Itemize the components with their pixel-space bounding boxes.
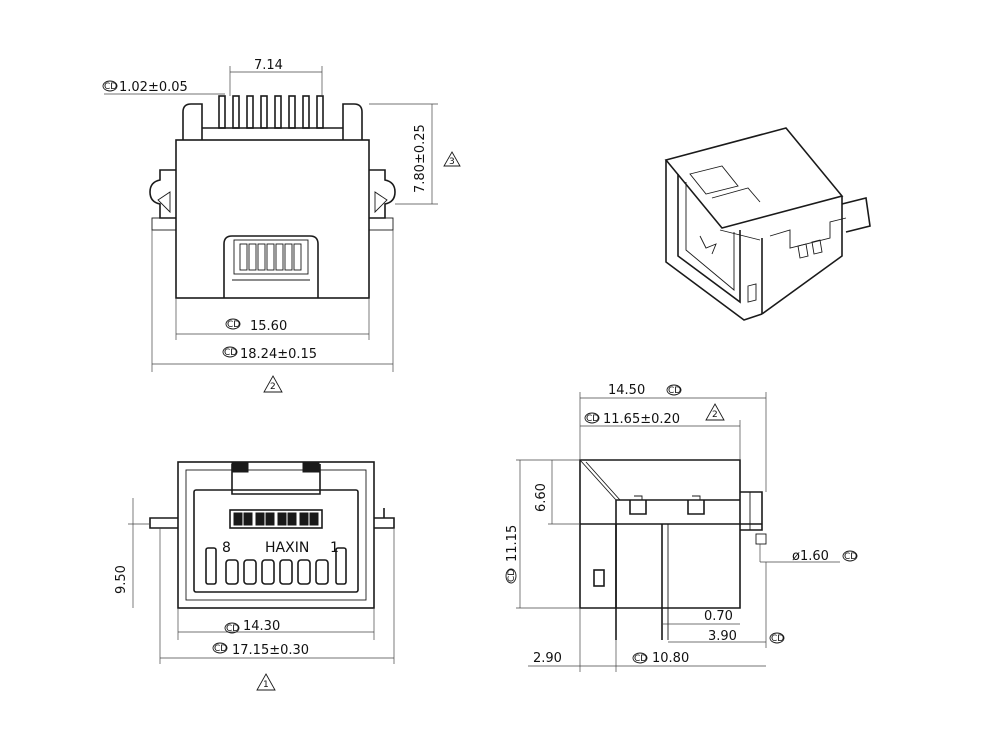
dim-body-length: 11.65±0.20 [603,412,680,427]
brand-label: HAXIN [265,540,309,556]
top-view-window [223,235,319,298]
critical-dimension-icon: CD [666,384,682,396]
side-view-body [579,459,741,609]
svg-text:1: 1 [263,680,269,690]
dim-post-diameter: ø1.60 [792,549,829,564]
dim-overall-length: 14.50 [608,383,645,398]
svg-text:CD: CD [226,624,239,634]
svg-text:CD: CD [214,644,227,654]
svg-text:CD: CD [507,569,517,582]
dim-front-outer-width: 17.15±0.30 [232,643,309,658]
dim-tab-height: 9.50 [114,565,129,594]
dim-height: 7.80±0.25 [413,124,428,193]
dim-pin-width: 1.02±0.05 [119,80,188,95]
dim-pin-offset: 0.70 [704,609,733,624]
top-view-left-latch [182,103,203,140]
critical-dimension-icon: CD [632,652,648,664]
svg-text:CD: CD [104,82,117,92]
critical-dimension-icon: CD [102,80,118,92]
critical-dimension-icon: CD [505,568,517,584]
dim-pin-pitch: 7.14 [254,58,283,73]
front-view-slots [205,547,347,585]
critical-dimension-icon: CD [224,622,240,634]
top-view: 7.14 CD 1.02±0.05 7.80±0.25 3 CD 15.60 [102,58,461,393]
svg-text:CD: CD [771,634,784,644]
dim-side-height: 11.15 [505,525,520,562]
dim-front-gap: 2.90 [533,651,562,666]
triangle-icon: 3 [443,151,461,167]
front-view-body [177,461,375,609]
svg-text:CD: CD [586,414,599,424]
svg-text:CD: CD [844,552,857,562]
triangle-icon: 2 [705,403,725,421]
top-view-right-tab [369,169,396,219]
dim-outer-width: 18.24±0.15 [240,347,317,362]
top-view-window-contacts [239,243,302,271]
top-view-right-latch [342,103,363,140]
side-view: 14.50 CD CD 11.65±0.20 2 6.60 CD 11.15 [505,383,858,672]
isometric-view [664,127,871,321]
critical-dimension-icon: CD [222,346,238,358]
critical-dimension-icon: CD [225,318,241,330]
top-view-left-tab [149,169,176,219]
dim-top-offset: 6.60 [534,483,549,512]
critical-dimension-icon: CD [842,550,858,562]
front-view-contacts [233,512,319,526]
dim-inner-width: 15.60 [250,319,287,334]
critical-dimension-icon: CD [769,632,785,644]
pin-number-left: 8 [222,540,231,556]
svg-text:3: 3 [449,157,455,167]
svg-text:2: 2 [270,382,276,392]
top-view-pins [218,95,324,129]
svg-text:CD: CD [668,386,681,396]
front-view-contact-strip [229,509,323,529]
critical-dimension-icon: CD [584,412,600,424]
front-view: 8 HAXIN 1 9.50 CD 14.30 [114,461,395,691]
triangle-icon: 2 [263,375,283,393]
svg-text:CD: CD [634,654,647,664]
critical-dimension-icon: CD [212,642,228,654]
dim-front-inner-width: 14.30 [243,619,280,634]
dim-post-offset: 3.90 [708,629,737,644]
pin-number-right: 1 [330,540,339,556]
svg-text:CD: CD [227,320,240,330]
svg-text:2: 2 [712,410,718,420]
dim-pin-span: 10.80 [652,651,689,666]
triangle-icon: 1 [256,673,276,691]
svg-text:CD: CD [224,348,237,358]
